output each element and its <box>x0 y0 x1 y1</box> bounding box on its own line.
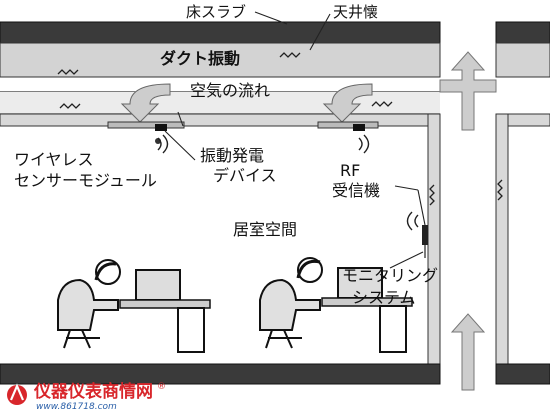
watermark-registered-mark: ® <box>157 382 166 392</box>
monitoring-label-line1: モニタリング <box>342 266 439 285</box>
shaft-airflow-arrow <box>439 51 497 391</box>
top-floor-slab <box>0 21 550 44</box>
duct-vibration-label: ダクト振動 <box>160 49 241 68</box>
slab-label: 床スラブ <box>186 3 247 21</box>
right-wall <box>427 113 550 365</box>
bottom-floor-slab <box>0 363 550 385</box>
rf-label-line1: RF <box>340 161 361 180</box>
office-worker-2 <box>259 257 413 353</box>
vibration-squiggle-icon <box>429 184 435 206</box>
airflow-arrows <box>120 83 373 123</box>
wireless-signal-icon <box>157 134 419 231</box>
vibration-squiggle-icon <box>57 69 79 75</box>
office-worker-1 <box>57 259 211 353</box>
living-space-label: 居室空間 <box>233 220 298 239</box>
wireless-module-label-line2: センサーモジュール <box>14 171 157 190</box>
watermark-logo <box>7 383 27 405</box>
vibration-squiggle-icon <box>59 103 81 109</box>
vibration-squiggle-icon <box>497 179 503 201</box>
watermark-url: www.861718.com <box>36 402 117 412</box>
wireless-module-label-line1: ワイヤレス <box>14 150 94 169</box>
power-device-label-line2: デバイス <box>213 166 277 185</box>
power-device-label-line1: 振動発電 <box>200 146 265 165</box>
vibration-squiggle-icon <box>371 101 393 107</box>
airflow-label: 空気の流れ <box>190 81 271 100</box>
ceiling-diffusers <box>107 121 379 129</box>
vibration-squiggle-icon <box>279 52 301 58</box>
monitoring-label-line2: システム <box>352 288 416 307</box>
duct <box>0 42 550 78</box>
leader-lines <box>164 11 426 269</box>
watermark-brand: 仪器仪表商情网 <box>34 382 153 402</box>
ceiling-void-label: 天井懐 <box>333 3 379 21</box>
rf-receiver <box>422 225 428 258</box>
rf-label-line2: 受信機 <box>332 181 381 200</box>
